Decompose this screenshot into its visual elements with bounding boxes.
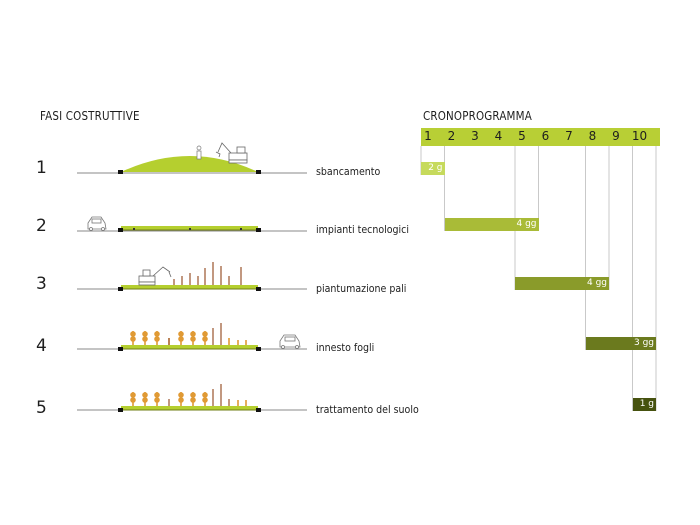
- edge-marker: [118, 170, 123, 174]
- timeline-day-1: 1: [424, 129, 432, 143]
- step-label-2: impianti tecnologici: [316, 223, 410, 236]
- phases-heading: FASI COSTRUTTIVE: [40, 109, 140, 123]
- timeline-day-9: 9: [612, 129, 620, 143]
- edge-marker: [118, 347, 123, 351]
- duration-label: 4 gg: [586, 278, 607, 288]
- phase-5-illustration: [77, 384, 307, 412]
- poles: [173, 262, 242, 285]
- timeline-day-6: 6: [541, 129, 550, 143]
- edge-marker: [118, 408, 123, 412]
- step-label-3: piantumazione pali: [316, 282, 407, 295]
- duration-label: 1 g: [639, 399, 654, 409]
- earth-mound: [121, 156, 258, 172]
- schedule-bar-4: 3 gg: [585, 337, 656, 350]
- step-number-2: 2: [36, 216, 47, 236]
- timeline-day-8: 8: [588, 129, 597, 143]
- step-label-5: trattamento del suolo: [316, 403, 419, 416]
- timeline-day-10: 10: [631, 129, 648, 143]
- timeline-header: 1 2 3 4 5 6 7 8 9 10: [421, 128, 660, 146]
- step-number-5: 5: [36, 398, 47, 418]
- phase-4-illustration: [77, 323, 307, 351]
- duration-label: 4 gg: [516, 219, 537, 229]
- phase-1-illustration: [77, 142, 307, 174]
- timeline-grid: [420, 146, 657, 411]
- schedule-heading: CRONOPROGRAMMA: [423, 109, 532, 123]
- step-number-1: 1: [36, 158, 47, 178]
- phase-2-illustration: [77, 216, 307, 232]
- worker-icon: [196, 145, 202, 160]
- edge-marker: [256, 408, 261, 412]
- schedule-bar-5: 1 g: [632, 398, 656, 411]
- car-icon: [87, 216, 107, 231]
- schedule-bar-3: 4 gg: [515, 277, 609, 290]
- edge-marker: [118, 287, 123, 291]
- plants: [130, 331, 247, 345]
- car-icon: [279, 334, 301, 349]
- timeline-day-5: 5: [518, 129, 526, 143]
- step-number-3: 3: [36, 274, 47, 294]
- soil-strip: [121, 285, 258, 289]
- excavator-icon: [138, 266, 172, 286]
- edge-marker: [118, 228, 123, 232]
- phase-3-illustration: [77, 262, 307, 291]
- step-number-4: 4: [36, 336, 47, 356]
- step-label-1: sbancamento: [316, 165, 381, 178]
- soil-strip: [121, 406, 258, 410]
- step-label-4: innesto fogli: [316, 341, 375, 354]
- duration-label: 2 g: [428, 163, 443, 173]
- timeline-day-3: 3: [471, 129, 479, 143]
- timeline-day-2: 2: [447, 129, 456, 143]
- edge-marker: [256, 347, 261, 351]
- edge-marker: [256, 170, 261, 174]
- excavator-icon: [215, 142, 248, 164]
- timeline-day-4: 4: [494, 129, 503, 143]
- edge-marker: [256, 287, 261, 291]
- edge-marker: [256, 228, 261, 232]
- timeline-day-7: 7: [565, 129, 573, 143]
- duration-label: 3 gg: [633, 338, 654, 348]
- soil-strip: [121, 345, 258, 349]
- schedule-bar-2: 4 gg: [444, 218, 539, 231]
- schedule-bar-1: 2 g: [421, 162, 445, 175]
